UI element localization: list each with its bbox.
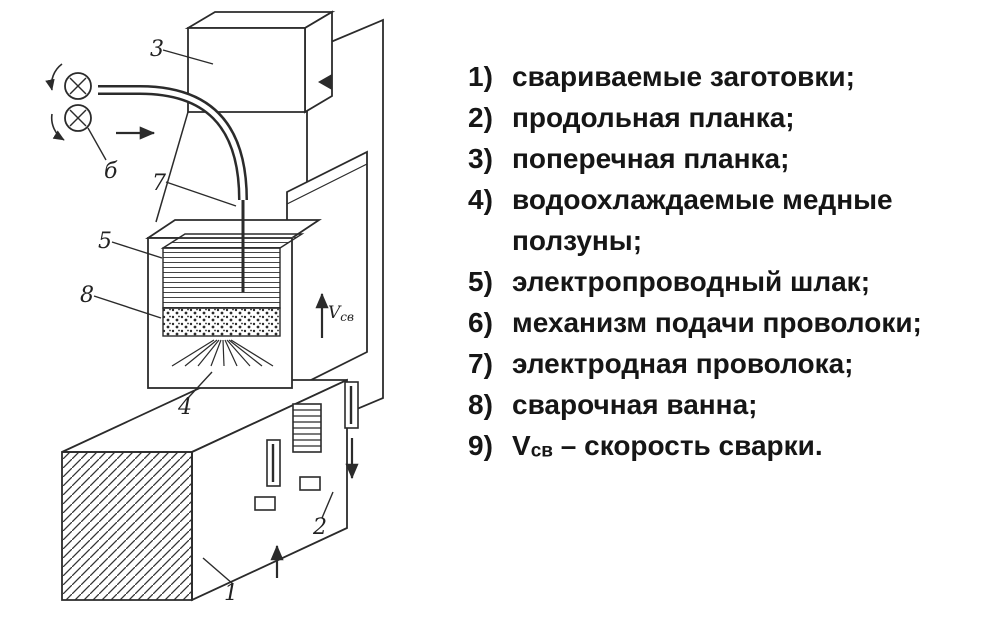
legend-item: 4) водоохлаждаемые медные ползуны; bbox=[468, 179, 973, 261]
legend-item: 1) свариваемые заготовки; bbox=[468, 56, 973, 97]
v-symbol-subscript: св bbox=[530, 440, 553, 462]
legend-item: 7) электродная проволока; bbox=[468, 343, 973, 384]
legend-item-text: поперечная планка; bbox=[512, 143, 790, 174]
legend-item-text: Vсв – скорость сварки. bbox=[512, 425, 973, 472]
label-7: 7 bbox=[152, 171, 166, 196]
welding-speed-label: Vсв bbox=[328, 303, 354, 324]
legend-item-text: свариваемые заготовки; bbox=[512, 61, 855, 92]
legend-item-rest: – скорость сварки. bbox=[552, 430, 823, 461]
legend-item: 6) механизм подачи проволоки; bbox=[468, 302, 973, 343]
label-5: 5 bbox=[98, 229, 112, 254]
clamp-tabs bbox=[266, 381, 359, 487]
legend-item: 3) поперечная планка; bbox=[468, 138, 973, 179]
legend-item-text: электродная проволока; bbox=[512, 348, 854, 379]
weld-pool bbox=[162, 307, 281, 337]
legend-item-number: 1) bbox=[468, 61, 493, 92]
electrode-wire bbox=[98, 85, 248, 292]
label-3: 3 bbox=[150, 37, 164, 62]
leader-lines bbox=[87, 49, 334, 585]
legend-item-number: 2) bbox=[468, 102, 493, 133]
label-b: б bbox=[104, 159, 118, 184]
direction-arrows bbox=[270, 292, 359, 578]
label-8: 8 bbox=[80, 283, 94, 308]
legend-item: 2) продольная планка; bbox=[468, 97, 973, 138]
solidified-metal-lines bbox=[171, 339, 274, 367]
legend-item-number: 4) bbox=[468, 184, 493, 215]
legend-item-number: 5) bbox=[468, 266, 493, 297]
legend-item-number: 7) bbox=[468, 348, 493, 379]
slag-bath bbox=[160, 233, 305, 309]
wire-feed-mechanism bbox=[45, 63, 156, 141]
transverse-plate bbox=[155, 10, 336, 223]
legend-item: 8) сварочная ванна; bbox=[468, 384, 973, 425]
coil bbox=[292, 403, 322, 453]
longitudinal-plate bbox=[286, 150, 368, 394]
legend-item-number: 8) bbox=[468, 389, 493, 420]
label-2: 2 bbox=[312, 515, 327, 540]
legend-item-text: электропроводный шлак; bbox=[512, 266, 871, 297]
legend-item-number: 3) bbox=[468, 143, 493, 174]
label-1: 1 bbox=[224, 581, 238, 606]
legend-item-number: 9) bbox=[468, 430, 493, 461]
legend-item-text: механизм подачи проволоки; bbox=[512, 307, 922, 338]
legend-item-text: водоохлаждаемые медные ползуны; bbox=[512, 184, 893, 256]
legend-item-text: продольная планка; bbox=[512, 102, 795, 133]
legend-item: 5) электропроводный шлак; bbox=[468, 261, 973, 302]
legend-item-number: 6) bbox=[468, 307, 493, 338]
legend-item: 9) Vсв – скорость сварки. bbox=[468, 425, 973, 472]
welding-scheme-figure: Vсв 3 б 7 5 8 4 2 1 bbox=[0, 0, 460, 619]
legend: 1) свариваемые заготовки; 2) продольная … bbox=[468, 56, 973, 472]
support-feet bbox=[254, 476, 321, 511]
welding-diagram: Vсв 3 б 7 5 8 4 2 1 bbox=[45, 10, 384, 606]
v-symbol: V bbox=[512, 430, 531, 461]
label-4: 4 bbox=[177, 395, 192, 420]
legend-item-text: сварочная ванна; bbox=[512, 389, 758, 420]
